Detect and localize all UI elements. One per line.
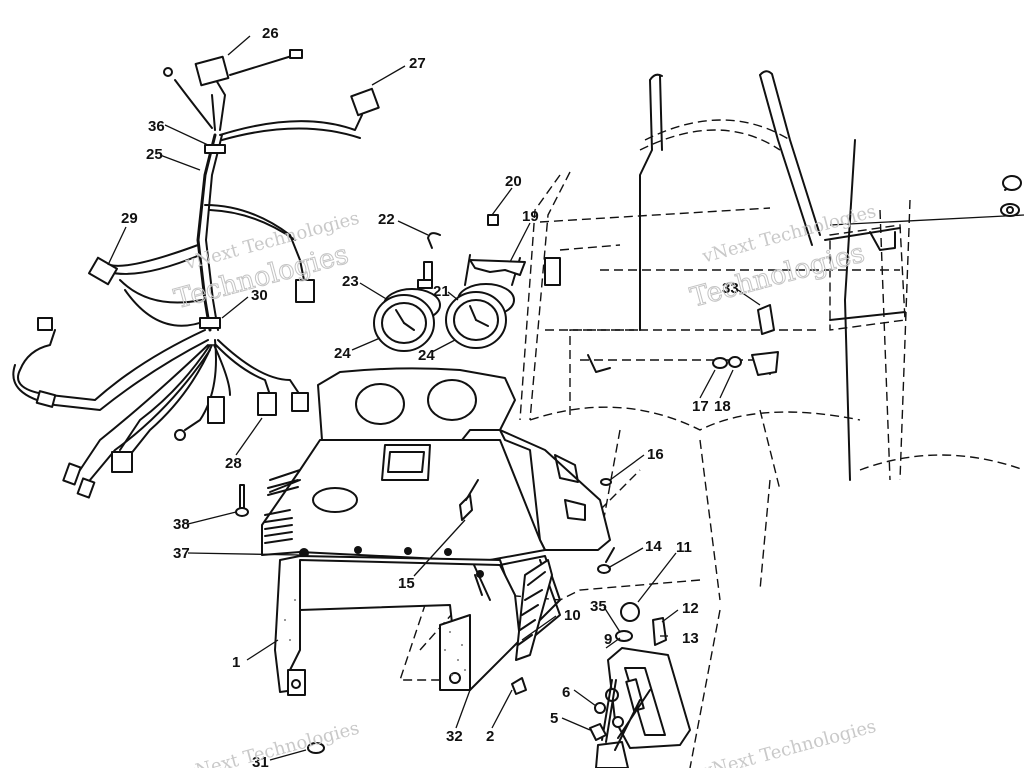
callout-2: 2 [486, 728, 494, 745]
callout-20: 20 [505, 173, 522, 190]
callout-21: 21 [433, 283, 450, 300]
callout-24-right: 24 [418, 347, 435, 364]
callout-16: 16 [647, 446, 664, 463]
callout-33: 33 [722, 280, 739, 297]
watermark-line1: vNext Technologies [699, 716, 878, 768]
callout-14: 14 [645, 538, 662, 555]
callout-numbers: 26 27 36 25 29 30 28 20 19 22 21 23 24 2… [121, 25, 739, 768]
callout-9: 9 [604, 631, 612, 648]
callout-36: 36 [148, 118, 165, 135]
callout-38: 38 [173, 516, 190, 533]
callout-18: 18 [714, 398, 731, 415]
callout-35: 35 [590, 598, 607, 615]
callout-15: 15 [398, 575, 415, 592]
callout-17: 17 [692, 398, 709, 415]
leader-lines [107, 35, 761, 761]
callout-37: 37 [173, 545, 190, 562]
frame-hardware [1000, 175, 1022, 217]
callout-31: 31 [252, 754, 269, 768]
callout-6: 6 [562, 684, 570, 701]
callout-12: 12 [682, 600, 699, 617]
callout-24-left: 24 [334, 345, 351, 362]
callout-10: 10 [564, 607, 581, 624]
gauges [373, 214, 526, 352]
callout-30: 30 [251, 287, 268, 304]
watermark-line1: vNext Technologies [182, 718, 361, 768]
callout-29: 29 [121, 210, 138, 227]
callout-13: 13 [682, 630, 699, 647]
lower-bracket [589, 602, 691, 768]
loose-hardware [235, 304, 779, 754]
callout-5: 5 [550, 710, 558, 727]
callout-1: 1 [232, 654, 240, 671]
wiring-harness [12, 49, 380, 499]
watermarks: vNext Technologies Technologies vNext Te… [171, 201, 879, 768]
callout-25: 25 [146, 146, 163, 163]
callout-26: 26 [262, 25, 279, 42]
callout-22: 22 [378, 211, 395, 228]
callout-27: 27 [409, 55, 426, 72]
frame-outline [399, 70, 1024, 768]
callout-11: 11 [676, 539, 692, 556]
callout-19: 19 [522, 208, 539, 225]
callout-28: 28 [225, 455, 242, 472]
callout-32: 32 [446, 728, 463, 745]
dash-panel [261, 367, 611, 696]
callout-23: 23 [342, 273, 359, 290]
